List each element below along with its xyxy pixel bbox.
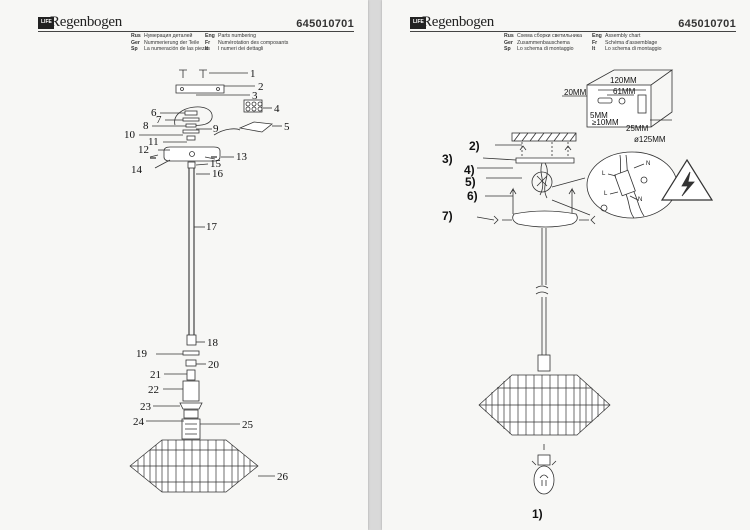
dimension-labels: 120MM 61MM 20MM 5MM ≥10MM 25MM ø125MM bbox=[564, 76, 666, 144]
wire-label-l-top: L bbox=[602, 171, 606, 177]
part-label-8: 8 bbox=[143, 120, 149, 132]
dim-25mm: 25MM bbox=[626, 124, 649, 133]
terminal-block-part-4 bbox=[243, 99, 263, 113]
step-4: 4) bbox=[464, 163, 475, 177]
part-label-1: 1 bbox=[250, 68, 256, 80]
part-label-7: 7 bbox=[156, 114, 162, 126]
step-5: 5) bbox=[465, 175, 476, 189]
logo-small-text: LIFE bbox=[41, 19, 52, 25]
dim-10mm: ≥10MM bbox=[592, 118, 619, 127]
dim-61mm: 61MM bbox=[613, 87, 636, 96]
header-divider bbox=[38, 31, 354, 32]
light-bulb bbox=[531, 444, 557, 495]
dim-120mm: 120MM bbox=[610, 76, 637, 85]
step-2: 2) bbox=[469, 139, 480, 153]
step-1: 1) bbox=[532, 507, 543, 521]
brand-logo: LIFE Regenbogen bbox=[38, 14, 138, 36]
part-label-4: 4 bbox=[274, 103, 280, 115]
ground-clamp-part-5 bbox=[213, 121, 274, 136]
dim-125mm: ø125MM bbox=[634, 135, 666, 144]
step-3: 3) bbox=[442, 152, 453, 166]
part-label-2: 2 bbox=[258, 81, 264, 93]
canopy bbox=[512, 210, 578, 228]
article-number: 645010701 bbox=[296, 18, 354, 30]
part-label-14: 14 bbox=[131, 164, 143, 176]
logo-mark: LIFE bbox=[410, 17, 426, 29]
wire-label-l-bottom: L bbox=[604, 191, 608, 197]
mounting-bracket bbox=[515, 157, 575, 164]
part-label-16: 16 bbox=[212, 168, 224, 180]
dim-20mm: 20MM bbox=[564, 88, 587, 97]
part-label-25: 25 bbox=[242, 419, 254, 431]
exploded-parts-drawing: 1 2 3 4 5 6 7 8 9 10 11 12 13 14 15 16 1… bbox=[124, 68, 290, 493]
step-6: 6) bbox=[467, 189, 478, 203]
part-label-26: 26 bbox=[277, 471, 289, 483]
part-label-6: 6 bbox=[151, 107, 157, 119]
part-label-5: 5 bbox=[284, 121, 290, 133]
step-7: 7) bbox=[442, 209, 453, 223]
part-label-10: 10 bbox=[124, 129, 136, 141]
part-number-labels: 1 2 3 4 5 6 7 8 9 10 11 12 13 14 15 16 1… bbox=[124, 68, 290, 483]
wire-cage-shade bbox=[478, 374, 611, 436]
part-label-17: 17 bbox=[206, 221, 218, 233]
logo-mark: LIFE bbox=[38, 17, 54, 29]
wire-label-n-top: N bbox=[646, 161, 650, 167]
mounting-bracket-part-2 bbox=[175, 84, 225, 94]
dim-5mm: 5MM bbox=[590, 111, 608, 120]
part-label-13: 13 bbox=[236, 151, 248, 163]
wire-labels: N L L N bbox=[602, 161, 650, 203]
assembly-step-labels: 2) 3) 4) 5) 6) 7) 1) bbox=[442, 139, 543, 521]
part-label-11: 11 bbox=[148, 136, 159, 148]
screws-part-1 bbox=[179, 69, 207, 78]
logo-wordmark: Regenbogen bbox=[422, 14, 494, 30]
part-label-18: 18 bbox=[207, 337, 219, 349]
electric-hazard-icon bbox=[660, 158, 714, 201]
part-label-21: 21 bbox=[150, 369, 161, 381]
ceiling-surface bbox=[511, 132, 577, 142]
brand-logo: LIFE Regenbogen bbox=[410, 14, 510, 36]
part-label-23: 23 bbox=[140, 401, 152, 413]
wire-cage-shade-part-26 bbox=[129, 439, 259, 493]
part-label-9: 9 bbox=[213, 123, 219, 135]
header-divider bbox=[410, 31, 736, 32]
article-number: 645010701 bbox=[678, 18, 736, 30]
logo-wordmark: Regenbogen bbox=[50, 14, 122, 30]
cable-loop bbox=[174, 106, 213, 126]
part-label-15: 15 bbox=[210, 158, 222, 170]
part-label-3: 3 bbox=[252, 90, 258, 102]
part-label-20: 20 bbox=[208, 359, 220, 371]
part-label-12: 12 bbox=[138, 144, 149, 156]
part-label-19: 19 bbox=[136, 348, 148, 360]
logo-small-text: LIFE bbox=[413, 19, 424, 25]
lampholder-parts bbox=[179, 350, 203, 440]
bracket-dimension-detail bbox=[562, 69, 674, 128]
part-label-24: 24 bbox=[133, 416, 145, 428]
part-label-22: 22 bbox=[148, 384, 159, 396]
wire-label-n-bottom: N bbox=[638, 197, 642, 203]
assembly-drawing: 120MM 61MM 20MM 5MM ≥10MM 25MM ø125MM bbox=[442, 69, 714, 521]
